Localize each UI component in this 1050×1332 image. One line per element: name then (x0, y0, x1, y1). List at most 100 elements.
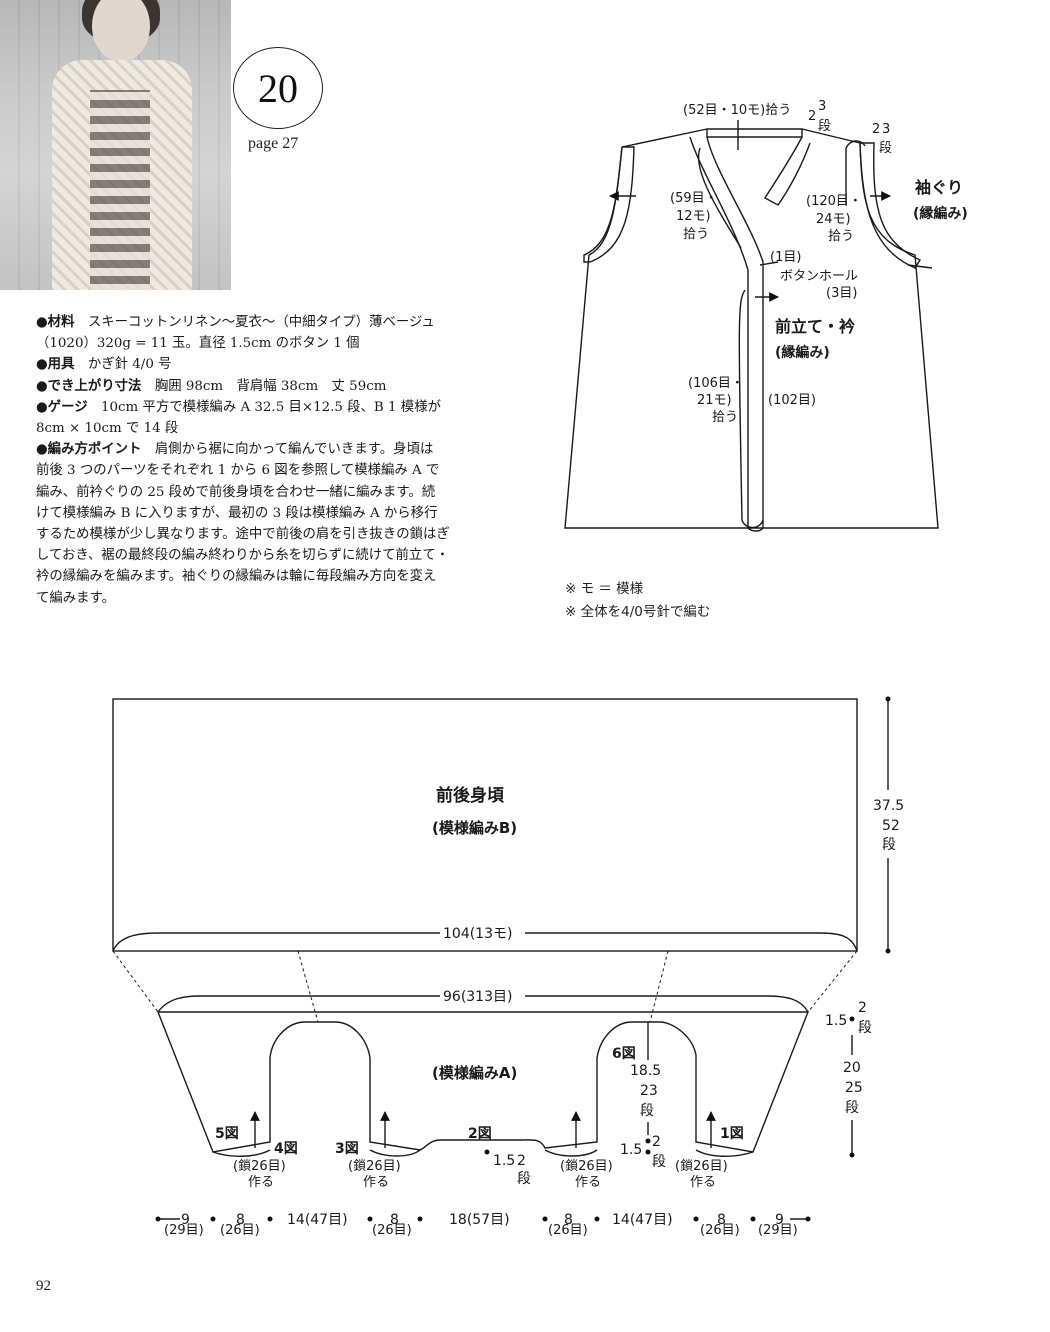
width-a: 96(313目) (443, 989, 512, 1005)
point-line: ●編み方ポイント 肩側から裾に向かって編んでいきます。身頃は (36, 439, 506, 460)
hem-pick-3: 拾う (712, 410, 738, 425)
chain-fig2-1: (鎖26目) (560, 1158, 613, 1174)
instructions: ●材料 スキーコットンリネン〜夏衣〜（中細タイプ）薄ベージュ （1020）320… (36, 312, 506, 609)
gauge-label: ●ゲージ (36, 399, 88, 415)
note-2: ※ 全体を4/0号針で編む (565, 604, 711, 620)
top-rows-b: 段 (858, 1020, 872, 1036)
width-seg-5: 18(57目) (449, 1212, 510, 1228)
pattern-b-rect (112, 698, 858, 952)
arm-rows-a: 2 (872, 122, 880, 137)
notes: ※ モ ＝ 模様 ※ 全体を4/0号針で編む (565, 578, 710, 624)
size-label: ●でき上がり寸法 (36, 378, 142, 394)
chain-fig2-2: 作る (575, 1175, 601, 1190)
materials-line-2: （1020）320g = 11 玉。直径 1.5cm のボタン 1 個 (36, 336, 360, 352)
chain-fig3-1: (鎖26目) (348, 1158, 401, 1174)
button-2: ボタンホール (780, 269, 858, 284)
sleeve-sub: (縁編み) (913, 205, 968, 222)
height-b: 37.5 (873, 798, 904, 814)
fig6-rows-1: 23 (640, 1083, 658, 1099)
back-neck-band (706, 128, 803, 138)
width-seg-8: 8 (717, 1212, 726, 1228)
bottom-diagram-dots (155, 696, 891, 1222)
top-garment-diagram (564, 120, 939, 532)
tools-line: ●用具 かぎ針 4/0 号 (36, 354, 506, 375)
chain-fig1-2: 作る (690, 1175, 716, 1190)
pattern-number: 20 (233, 47, 323, 129)
size-text: 胸囲 98cm 背肩幅 38cm 丈 59cm (154, 378, 387, 394)
band-title: 前立て・衿 (775, 317, 855, 336)
height-b-rows-1: 52 (882, 818, 900, 834)
center-rows-a: 2 (517, 1153, 526, 1169)
width-count-4: (26目) (548, 1223, 588, 1238)
width-seg-7: 14(47目) (612, 1212, 673, 1228)
fig6-rows-2: 段 (640, 1103, 654, 1119)
fig3-label: 3図 (335, 1141, 359, 1157)
point-text-7: て編みます。 (36, 590, 116, 606)
width-seg-2: 8 (236, 1212, 245, 1228)
neck-rows-a: 2 (808, 109, 816, 124)
button-3: (3目) (826, 286, 857, 301)
page-number: 92 (36, 1278, 51, 1294)
point-text-5: しておき、裾の最終段の編み終わりから糸を切らずに続けて前立て・ (36, 548, 450, 564)
top-rows-a: 2 (858, 1000, 867, 1016)
fig2-label: 2図 (468, 1126, 492, 1142)
width-count-6: (29目) (758, 1223, 798, 1238)
chain-fig5-2: 作る (248, 1175, 274, 1190)
materials-line: ●材料 スキーコットンリネン〜夏衣〜（中細タイプ）薄ベージュ (36, 312, 506, 333)
fig6-height: 18.5 (630, 1063, 661, 1079)
top-diagram-labels: (52目・10モ)拾う 2 3 段 2 3 段 (59目・ 12モ) 拾う (1… (670, 99, 968, 425)
front-pick-3: 拾う (683, 227, 709, 242)
button-1: (1目) (770, 250, 801, 265)
gauge-line-2: 8cm × 10cm で 14 段 (36, 421, 179, 437)
chain-fig5-1: (鎖26目) (233, 1158, 286, 1174)
hem-pick-2: 21モ) (697, 393, 732, 408)
arm-pick-1: (120目・ (806, 194, 862, 209)
height-a-rows-2: 段 (845, 1100, 859, 1116)
neck-rows-b: 3 (818, 99, 826, 114)
arm-rows-b: 3 (882, 122, 890, 137)
arm-pick-3: 拾う (828, 229, 854, 244)
page-reference: page 27 (248, 135, 299, 152)
chain-fig3-2: 作る (363, 1175, 389, 1190)
tools-text: かぎ針 4/0 号 (87, 357, 172, 373)
band-sub: (縁編み) (775, 344, 830, 361)
sleeve-title: 袖ぐり (915, 178, 963, 197)
note-1: ※ モ ＝ 模様 (565, 581, 644, 597)
bottom-diagram-labels: 前後身頃 (模様編みB) 37.5 52 段 104(13モ) 96(313目)… (164, 785, 904, 1238)
body-sub: (模様編みB) (432, 819, 517, 837)
tools-label: ●用具 (36, 357, 75, 373)
point-text-1: 前後 3 つのパーツをそれぞれ 1 から 6 図を参照して模様編み A で (36, 463, 440, 479)
front-pick-2: 12モ) (676, 209, 711, 224)
width-count-2: (26目) (220, 1223, 260, 1238)
materials-label: ●材料 (36, 315, 75, 330)
width-count-3: (26目) (372, 1223, 412, 1238)
point-text-6: 衿の縁編みを編みます。袖ぐりの縁編みは輪に毎段編み方向を変え (36, 569, 437, 585)
fig5-label: 5図 (215, 1126, 239, 1142)
front-neck-right (764, 136, 811, 206)
neck-pickup-label: (52目・10モ)拾う (683, 103, 791, 118)
side-rows-a: 2 (652, 1134, 661, 1150)
front-pick-1: (59目・ (670, 191, 718, 206)
center-rows-b: 段 (517, 1171, 531, 1187)
width-seg-4: 8 (390, 1212, 399, 1228)
left-armhole-band (583, 146, 635, 263)
fig6-label: 6図 (612, 1046, 636, 1062)
pattern-a-outline (156, 1011, 810, 1153)
width-seg-6: 8 (564, 1212, 573, 1228)
arm-pick-2: 24モ) (816, 212, 851, 227)
gauge-line: ●ゲージ 10cm 平方で模様編み A 32.5 目×12.5 段、B 1 模様… (36, 397, 506, 418)
pattern-a: (模様編みA) (432, 1064, 517, 1082)
width-seg-9: 9 (775, 1212, 784, 1228)
center-rows-num: 1.5 (493, 1153, 515, 1169)
width-seg-3: 14(47目) (287, 1212, 348, 1228)
width-count-5: (26目) (700, 1223, 740, 1238)
height-a: 20 (843, 1060, 861, 1076)
size-line: ●でき上がり寸法 胸囲 98cm 背肩幅 38cm 丈 59cm (36, 376, 506, 397)
width-b: 104(13モ) (443, 926, 512, 942)
side-rows-num: 1.5 (620, 1142, 642, 1158)
height-b-rows-2: 段 (882, 837, 896, 853)
arm-rows-c: 段 (879, 141, 892, 156)
neck-rows-c: 段 (818, 119, 831, 134)
fig4-label: 4図 (274, 1141, 298, 1157)
